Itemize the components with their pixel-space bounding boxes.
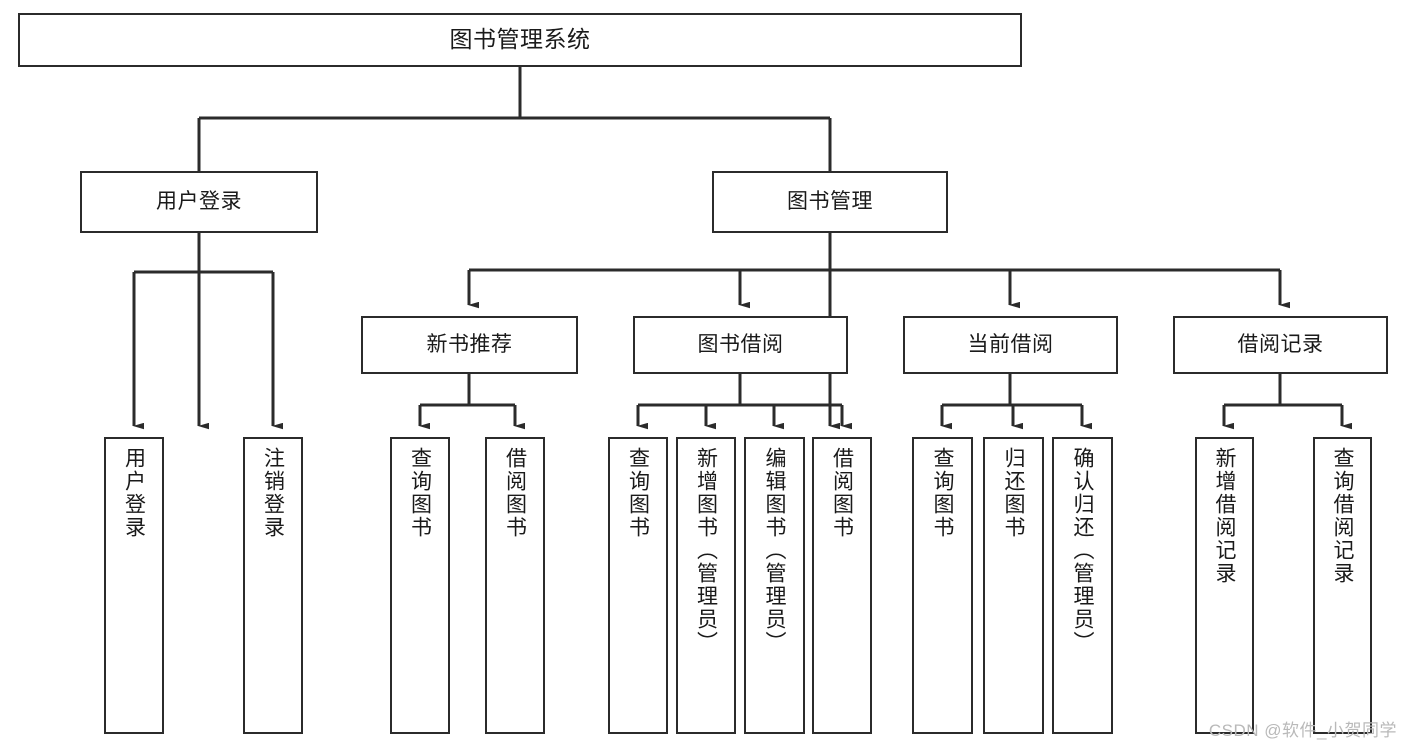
node-label: 用户登录 — [156, 190, 242, 214]
node-leaf-add-book-admin[interactable]: 新增图书（管理员） — [676, 437, 736, 734]
node-new-book-recommend[interactable]: 新书推荐 — [361, 316, 578, 374]
node-root-图书管理系统[interactable]: 图书管理系统 — [18, 13, 1022, 67]
node-label: 借阅图书 — [503, 447, 527, 539]
node-leaf-query-borrow-record[interactable]: 查询借阅记录 — [1313, 437, 1372, 734]
node-label: 新书推荐 — [426, 333, 513, 357]
node-label: 注销登录 — [261, 447, 285, 539]
node-leaf-edit-book-admin[interactable]: 编辑图书（管理员） — [744, 437, 805, 734]
node-leaf-query-book-3[interactable]: 查询图书 — [912, 437, 973, 734]
watermark: CSDN @软件_小贺同学 — [1208, 721, 1397, 740]
node-label: 查询图书 — [931, 447, 954, 539]
node-label: 当前借阅 — [967, 333, 1054, 357]
node-label: 查询图书 — [626, 447, 650, 539]
node-leaf-query-book-2[interactable]: 查询图书 — [608, 437, 668, 734]
node-label: 查询图书 — [408, 447, 432, 539]
node-label: 图书管理系统 — [449, 26, 591, 53]
node-leaf-add-borrow-record[interactable]: 新增借阅记录 — [1195, 437, 1254, 734]
node-label: 新增借阅记录 — [1213, 447, 1236, 585]
node-label: 图书管理 — [787, 190, 873, 214]
node-label: 图书借阅 — [697, 333, 784, 357]
node-book-borrow[interactable]: 图书借阅 — [633, 316, 848, 374]
node-leaf-borrow-book-2[interactable]: 借阅图书 — [812, 437, 872, 734]
node-borrow-record[interactable]: 借阅记录 — [1173, 316, 1388, 374]
node-leaf-borrow-book-1[interactable]: 借阅图书 — [485, 437, 545, 734]
node-leaf-logout-login[interactable]: 注销登录 — [243, 437, 303, 734]
node-label: 用户登录 — [122, 447, 146, 539]
node-user-login[interactable]: 用户登录 — [80, 171, 318, 233]
node-leaf-return-book[interactable]: 归还图书 — [983, 437, 1044, 734]
node-label: 归还图书 — [1002, 447, 1025, 539]
node-current-borrow[interactable]: 当前借阅 — [903, 316, 1118, 374]
node-label: 编辑图书（管理员） — [763, 447, 786, 654]
node-leaf-confirm-return-admin[interactable]: 确认归还（管理员） — [1052, 437, 1113, 734]
node-label: 新增图书（管理员） — [694, 447, 718, 654]
node-leaf-query-book-1[interactable]: 查询图书 — [390, 437, 450, 734]
node-label: 确认归还（管理员） — [1071, 447, 1094, 654]
node-label: 借阅记录 — [1237, 333, 1324, 357]
node-book-manage[interactable]: 图书管理 — [712, 171, 948, 233]
node-label: 借阅图书 — [830, 447, 854, 539]
node-leaf-user-login[interactable]: 用户登录 — [104, 437, 164, 734]
node-label: 查询借阅记录 — [1331, 447, 1354, 585]
